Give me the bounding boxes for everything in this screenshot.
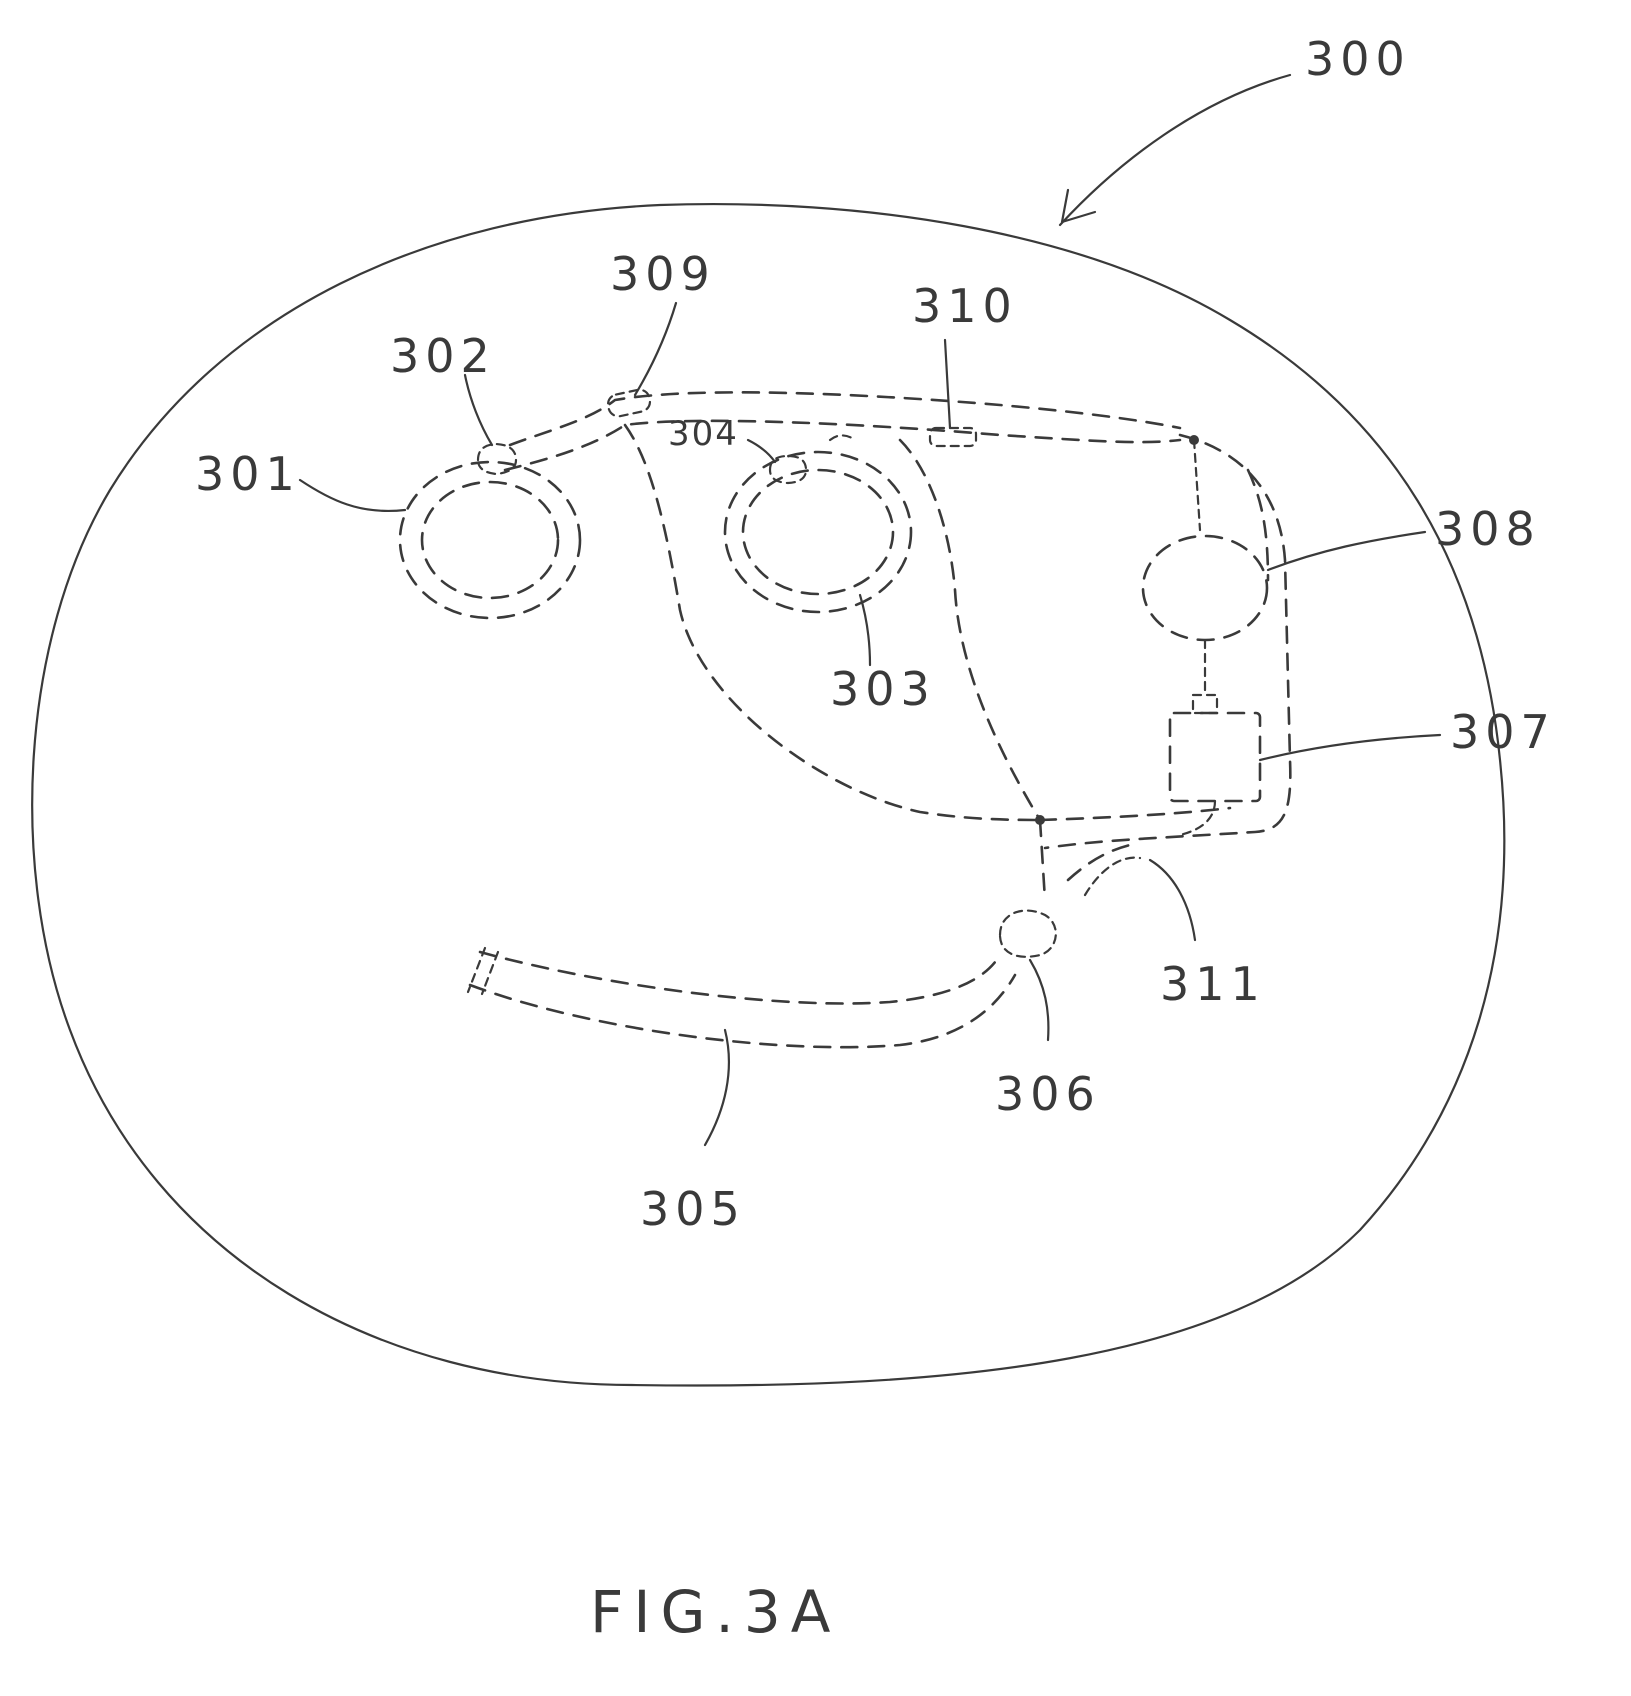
component-307 (1170, 713, 1260, 801)
arrow-300 (1060, 75, 1290, 225)
leader-305 (705, 1030, 729, 1145)
tube-305-upper (480, 952, 1000, 1004)
label-307: 307 (1450, 705, 1556, 759)
leader-311 (1150, 860, 1195, 940)
label-310: 310 (912, 279, 1018, 333)
connector-306 (1000, 911, 1056, 957)
component-308 (1143, 536, 1267, 640)
leader-310 (945, 340, 950, 428)
pocket-top-right (900, 440, 1040, 820)
label-301: 301 (195, 447, 301, 501)
label-309: 309 (610, 247, 716, 301)
label-304: 304 (668, 414, 739, 454)
label-308: 308 (1435, 502, 1541, 556)
line-307-bottom (1180, 801, 1215, 835)
leader-308 (1268, 532, 1425, 570)
pocket-left-edge (625, 425, 1040, 820)
line-to-308 (1194, 440, 1200, 530)
ear-loop-301-inner (422, 482, 558, 598)
fitting-304b (830, 435, 852, 440)
right-tube-inner (1248, 470, 1268, 580)
head-outline (32, 204, 1504, 1385)
leader-301 (300, 480, 405, 511)
right-tube (1045, 435, 1290, 848)
ear-loop-301-outer (400, 462, 580, 618)
pocket-bottom (1040, 808, 1230, 820)
connector-307-top (1193, 695, 1217, 713)
label-305: 305 (640, 1182, 746, 1236)
ear-loop-303-inner (743, 470, 893, 594)
figure-caption: FIG.3A (590, 1578, 840, 1646)
stem-to-306-b (1068, 845, 1130, 880)
leader-304 (748, 440, 775, 462)
ear-loop-303-outer (725, 452, 911, 612)
leader-302 (465, 375, 492, 445)
label-306: 306 (995, 1067, 1101, 1121)
label-311: 311 (1160, 957, 1266, 1011)
top-tube-upper (510, 392, 1180, 445)
top-tube-lower (505, 421, 1180, 470)
leader-303 (860, 595, 870, 665)
tube-305-end-b (482, 952, 498, 994)
label-300: 300 (1305, 32, 1411, 86)
stem-to-306 (1040, 820, 1045, 900)
hook-311 (1085, 858, 1140, 895)
tube-305-lower (470, 975, 1015, 1047)
leader-307 (1260, 735, 1440, 760)
label-303: 303 (830, 662, 936, 716)
label-302: 302 (390, 329, 496, 383)
leader-306 (1030, 960, 1048, 1040)
leader-309 (635, 303, 676, 395)
